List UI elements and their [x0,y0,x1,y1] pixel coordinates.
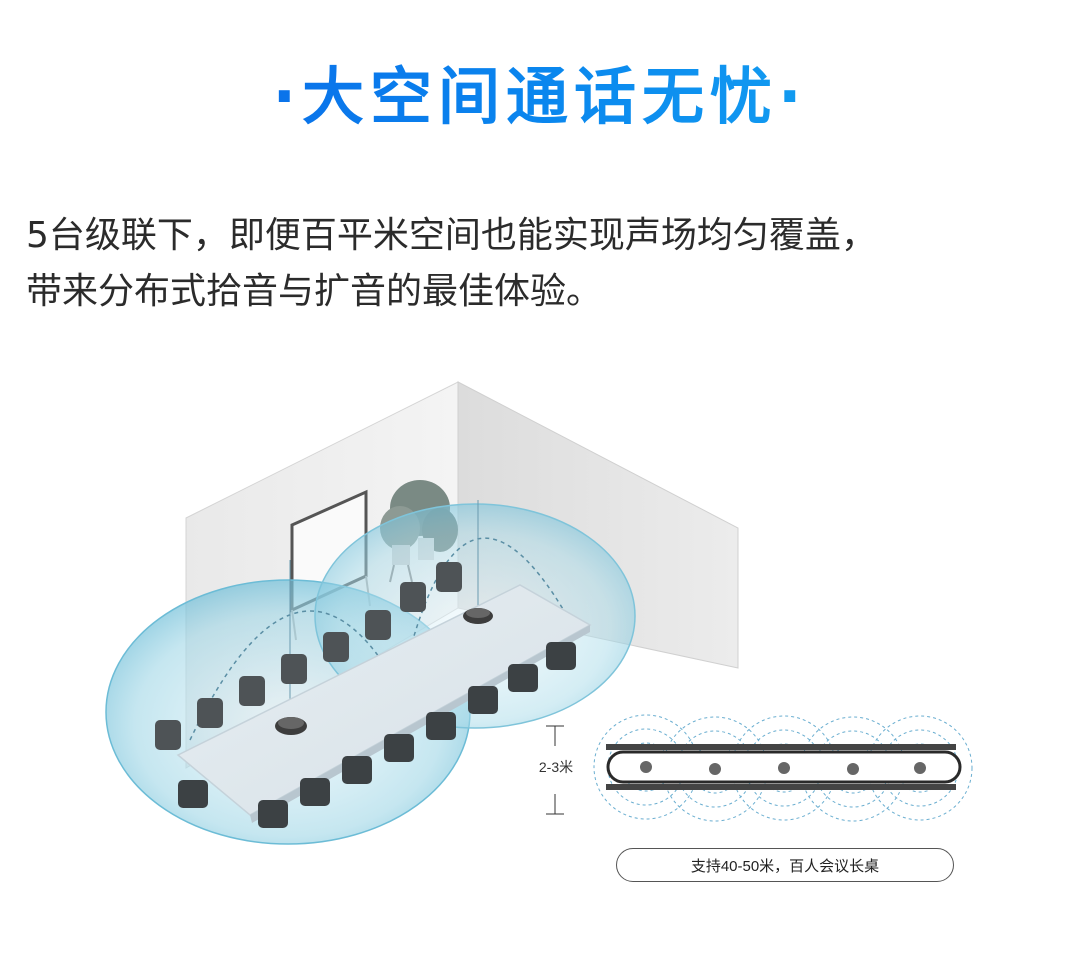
room-scene-svg [105,381,973,845]
description-line-1: 5台级联下，即便百平米空间也能实现声场均匀覆盖， [26,215,877,256]
table-caption: 支持40-50米，百人会议长桌 [616,848,954,882]
description: 5台级联下，即便百平米空间也能实现声场均匀覆盖， 带来分布式拾音与扩音的最佳体验… [26,208,1066,320]
speakerphone-units [275,608,493,735]
chairs-back-row [155,562,462,750]
height-marker [546,725,564,815]
description-line-2: 带来分布式拾音与扩音的最佳体验。 [26,271,603,312]
height-label: 2-3米 [538,759,574,775]
top-view-diagram [593,714,973,822]
chairs-front-row [178,642,576,828]
page-title: ·大空间通话无忧· [0,46,1080,136]
conference-room-illustration [0,360,1080,955]
